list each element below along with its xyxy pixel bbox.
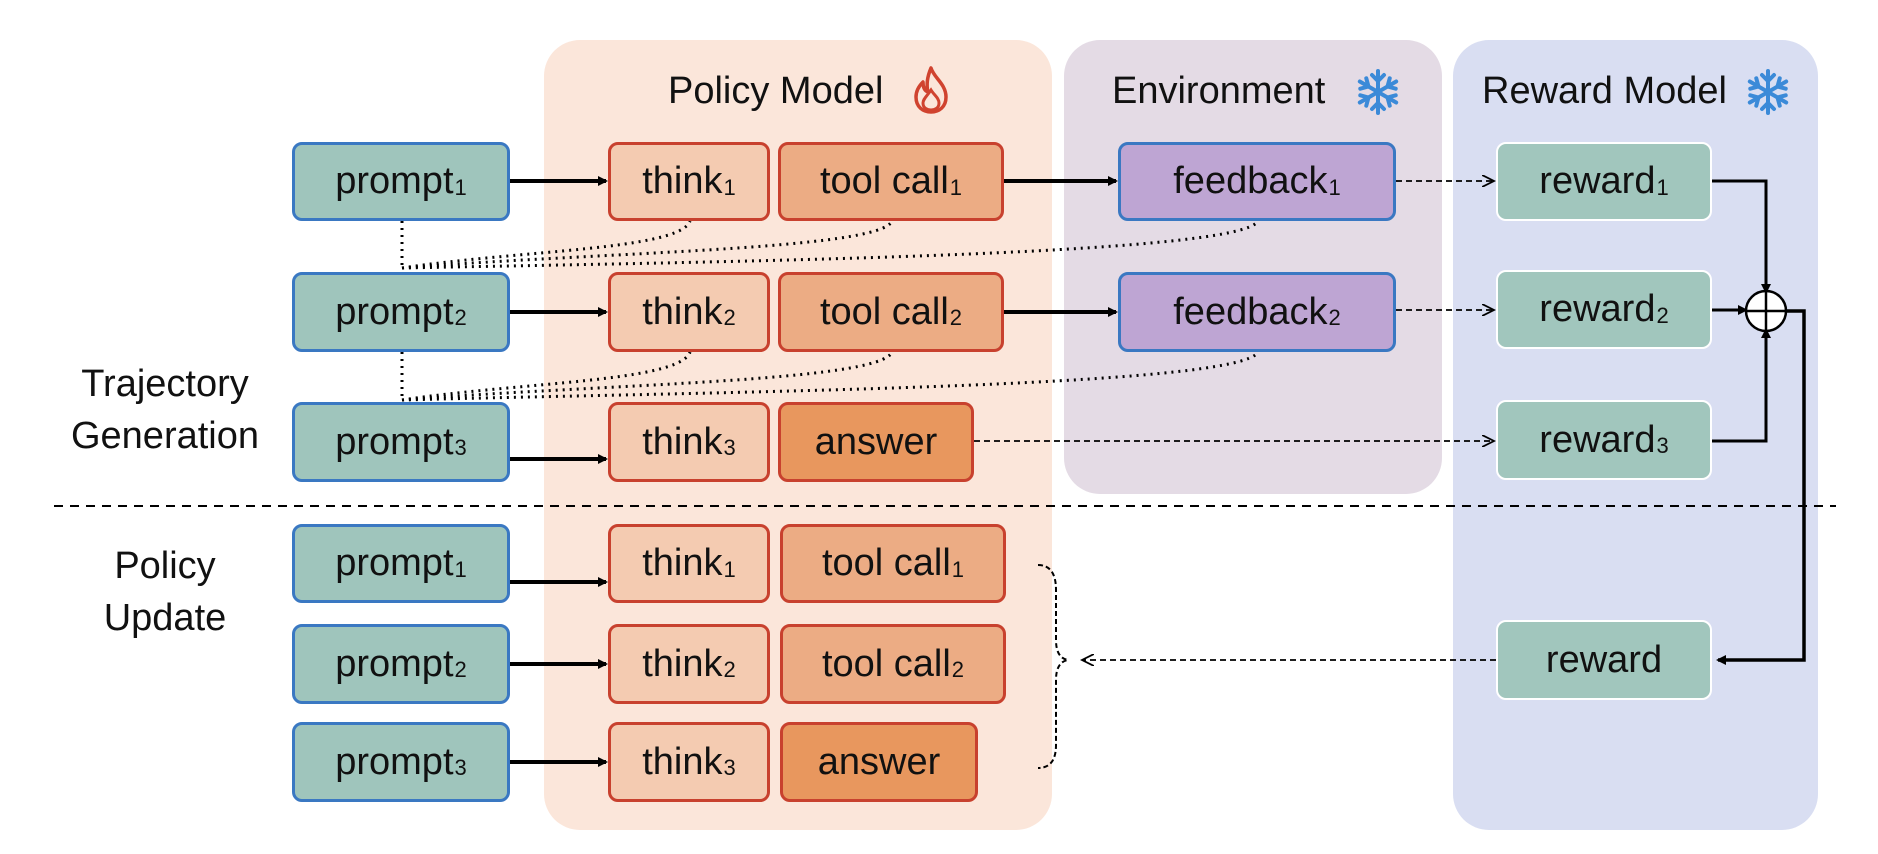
gen-think-2-sub: 2 bbox=[723, 305, 736, 330]
environment-title: Environment bbox=[1112, 70, 1325, 113]
gen-tool-call-1-label: tool call bbox=[819, 160, 949, 202]
gen-prompt-1-label: prompt bbox=[335, 160, 454, 202]
gen-prompt-2-label: prompt bbox=[335, 290, 454, 333]
upd-tool-call-2-label: tool call bbox=[821, 642, 951, 685]
snowflake-icon bbox=[1357, 69, 1399, 115]
reward-model-title-text: Reward Model bbox=[1482, 70, 1727, 112]
upd-prompt-1-label: prompt bbox=[335, 542, 454, 584]
gen-think-1-label: think bbox=[642, 160, 723, 202]
upd-reward-label: reward bbox=[1545, 638, 1663, 681]
gen-feedback-2-label: feedback bbox=[1173, 290, 1328, 333]
gen-answer-label: answer bbox=[814, 420, 938, 463]
gen-reward-2-label: reward bbox=[1539, 288, 1656, 330]
snowflake-icon bbox=[1747, 69, 1789, 115]
trajectory-generation-label: Trajectory Generation bbox=[60, 358, 270, 462]
gen-reward-3-sub: 3 bbox=[1656, 433, 1669, 458]
upd-prompt-1-sub: 1 bbox=[454, 556, 467, 582]
upd-tool-call-2-sub: 2 bbox=[951, 657, 965, 682]
upd-tool-call-1-sub: 1 bbox=[951, 556, 965, 582]
gen-reward-2-sub: 2 bbox=[1656, 302, 1669, 328]
policy-update-line1: Policy bbox=[114, 545, 216, 587]
upd-think-2-label: think bbox=[642, 642, 723, 685]
upd-reward: reward bbox=[1496, 620, 1712, 700]
gen-tool-call-2-sub: 2 bbox=[949, 305, 963, 330]
reward-model-title: Reward Model bbox=[1482, 70, 1727, 113]
gen-think-1-sub: 1 bbox=[723, 174, 736, 200]
gen-prompt-2-sub: 2 bbox=[454, 305, 467, 330]
policy-update-label: Policy Update bbox=[60, 540, 270, 644]
gen-answer: answer bbox=[778, 402, 974, 482]
upd-think-3-label: think bbox=[642, 740, 723, 783]
gen-tool-call-2-label: tool call bbox=[819, 290, 949, 333]
gen-feedback-1-sub: 1 bbox=[1328, 174, 1341, 200]
policy-model-title-text: Policy Model bbox=[668, 70, 884, 112]
upd-think-1-sub: 1 bbox=[723, 556, 736, 582]
gen-prompt-3-label: prompt bbox=[335, 420, 454, 463]
upd-think-3-sub: 3 bbox=[723, 755, 736, 780]
policy-update-line2: Update bbox=[103, 597, 227, 639]
gen-tool-call-1-sub: 1 bbox=[949, 174, 963, 200]
upd-prompt-2-label: prompt bbox=[335, 642, 454, 685]
gen-reward-1-sub: 1 bbox=[1656, 174, 1669, 200]
trajectory-generation-line2: Generation bbox=[70, 415, 259, 457]
upd-prompt-2-sub: 2 bbox=[454, 657, 467, 682]
gen-think-3-sub: 3 bbox=[723, 435, 736, 460]
policy-model-title: Policy Model bbox=[668, 70, 883, 113]
upd-tool-call-1-label: tool call bbox=[821, 542, 951, 584]
trajectory-generation-line1: Trajectory bbox=[81, 363, 249, 405]
fire-icon bbox=[914, 66, 948, 114]
gen-feedback-1-label: feedback bbox=[1173, 160, 1328, 202]
gen-feedback-2-sub: 2 bbox=[1328, 305, 1341, 330]
upd-think-2-sub: 2 bbox=[723, 657, 736, 682]
gen-think-2-label: think bbox=[642, 290, 723, 333]
upd-answer-label: answer bbox=[817, 740, 941, 783]
upd-prompt-3-label: prompt bbox=[335, 740, 454, 783]
gen-reward-3-label: reward bbox=[1539, 418, 1656, 461]
upd-think-1-label: think bbox=[642, 542, 723, 584]
environment-title-text: Environment bbox=[1112, 70, 1326, 112]
gen-reward-1-label: reward bbox=[1539, 160, 1656, 202]
gen-prompt-3-sub: 3 bbox=[454, 435, 467, 460]
gen-think-3-label: think bbox=[642, 420, 723, 463]
upd-answer: answer bbox=[780, 722, 978, 802]
gen-prompt-1-sub: 1 bbox=[454, 174, 467, 200]
upd-prompt-3-sub: 3 bbox=[454, 755, 467, 780]
